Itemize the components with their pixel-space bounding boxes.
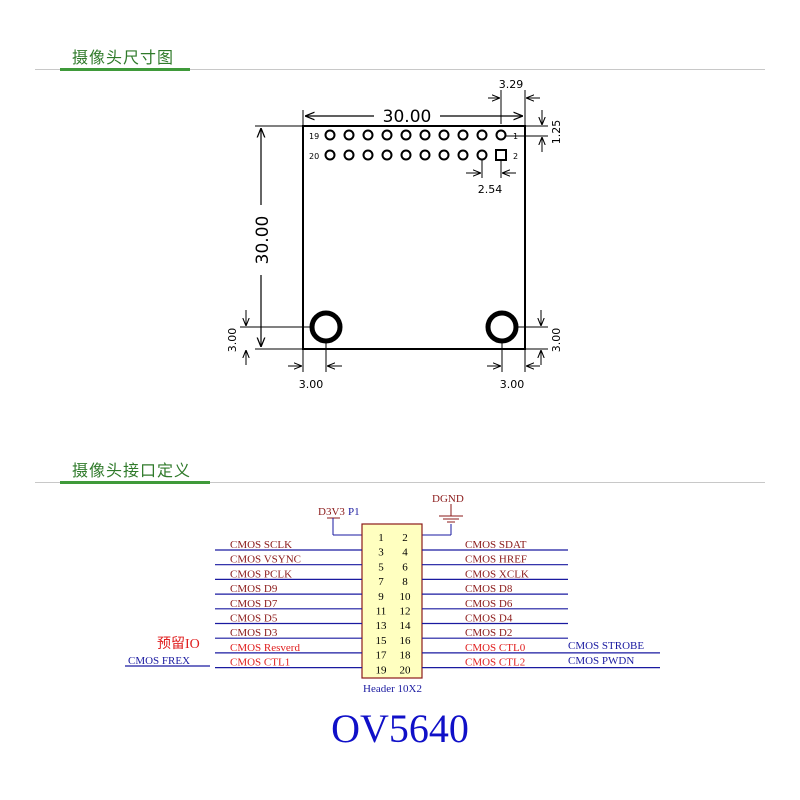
pin-number: 14 [400, 620, 412, 632]
pin-label-2: 2 [513, 152, 518, 161]
signal-label-right: CMOS XCLK [465, 568, 529, 580]
pin-number: 19 [376, 664, 388, 676]
model-title: OV5640 [331, 706, 469, 751]
pin-number: 8 [402, 576, 408, 588]
pin-number: 11 [376, 606, 387, 618]
hole-offset-bottom-left-label: 3.00 [226, 328, 239, 353]
pin-number: 13 [376, 620, 388, 632]
right-ext-signal-pwdn: CMOS PWDN [568, 655, 634, 667]
signal-label-left: CMOS PCLK [230, 568, 292, 580]
signal-label-left: CMOS D3 [230, 627, 278, 639]
hole-offset-right-label: 3.00 [500, 378, 525, 391]
signal-label-right: CMOS D8 [465, 583, 513, 595]
section-divider [35, 482, 765, 483]
pin-number: 6 [402, 561, 408, 573]
pin-label-1: 1 [513, 132, 518, 141]
right-ext-signal-strobe: CMOS STROBE [568, 640, 644, 652]
pin-number: 5 [378, 561, 384, 573]
pin-header-row-odd [324, 129, 507, 141]
pinout-schematic: D3V3 P1 DGND 135791113151719246810121416… [125, 493, 660, 751]
width-label: 30.00 [383, 107, 432, 127]
dimension-drawing: 30.00 30.00 3.29 1.25 19 20 1 2 2.54 3.0… [226, 78, 563, 391]
pin-number: 17 [376, 650, 388, 662]
pin-number: 16 [400, 635, 412, 647]
pin-label-20: 20 [309, 152, 319, 161]
pin-label-19: 19 [309, 132, 319, 141]
signal-label-right: CMOS D6 [465, 598, 513, 610]
reserved-io-note: 预留IO [157, 636, 200, 652]
pin-number: 1 [378, 532, 384, 544]
section-divider [35, 69, 765, 70]
signal-label-right: CMOS D4 [465, 613, 513, 625]
signal-label-left: CMOS Resverd [230, 642, 300, 654]
pin-offset-top-label: 1.25 [550, 120, 563, 145]
connector-name: Header 10X2 [363, 683, 422, 695]
pin-header-row-even [324, 149, 507, 161]
header-connector [361, 523, 423, 679]
section-title-dimensions: 摄像头尺寸图 [72, 48, 175, 67]
signal-label-left: CMOS SCLK [230, 539, 292, 551]
signal-label-right: CMOS CTL2 [465, 657, 525, 669]
pin-number: 15 [376, 635, 388, 647]
mounting-hole-right [485, 310, 519, 344]
signal-label-right: CMOS HREF [465, 554, 527, 566]
section-title-interface: 摄像头接口定义 [72, 461, 192, 480]
pin-pitch-label: 2.54 [478, 183, 503, 196]
height-label: 30.00 [253, 216, 273, 265]
pin-number: 9 [378, 591, 384, 603]
connector-ref: P1 [348, 506, 360, 518]
signal-label-right: CMOS D2 [465, 627, 512, 639]
hole-offset-left-label: 3.00 [299, 378, 324, 391]
ground-label: DGND [432, 493, 464, 505]
hole-offset-bottom-right-label: 3.00 [550, 328, 563, 353]
section-underline [60, 68, 190, 71]
power-label: D3V3 [318, 506, 345, 518]
mounting-hole-left [309, 310, 343, 344]
pin-number: 7 [378, 576, 384, 588]
pin-number: 3 [378, 547, 384, 559]
signal-label-left: CMOS D9 [230, 583, 278, 595]
pin-number: 2 [402, 532, 408, 544]
signal-label-left: CMOS VSYNC [230, 554, 301, 566]
signal-label-left: CMOS D5 [230, 613, 278, 625]
pin-number: 10 [400, 591, 412, 603]
signal-label-right: CMOS SDAT [465, 539, 527, 551]
pin-number: 4 [402, 547, 408, 559]
signal-label-right: CMOS CTL0 [465, 642, 526, 654]
section-underline [60, 481, 210, 484]
pin-offset-right-label: 3.29 [499, 78, 524, 91]
pin-number: 12 [400, 606, 411, 618]
signal-label-left: CMOS CTL1 [230, 657, 290, 669]
left-ext-signal: CMOS FREX [128, 655, 190, 667]
pin-number: 20 [400, 664, 412, 676]
pin-number: 18 [400, 650, 412, 662]
signal-label-left: CMOS D7 [230, 598, 278, 610]
board-outline [302, 125, 526, 350]
